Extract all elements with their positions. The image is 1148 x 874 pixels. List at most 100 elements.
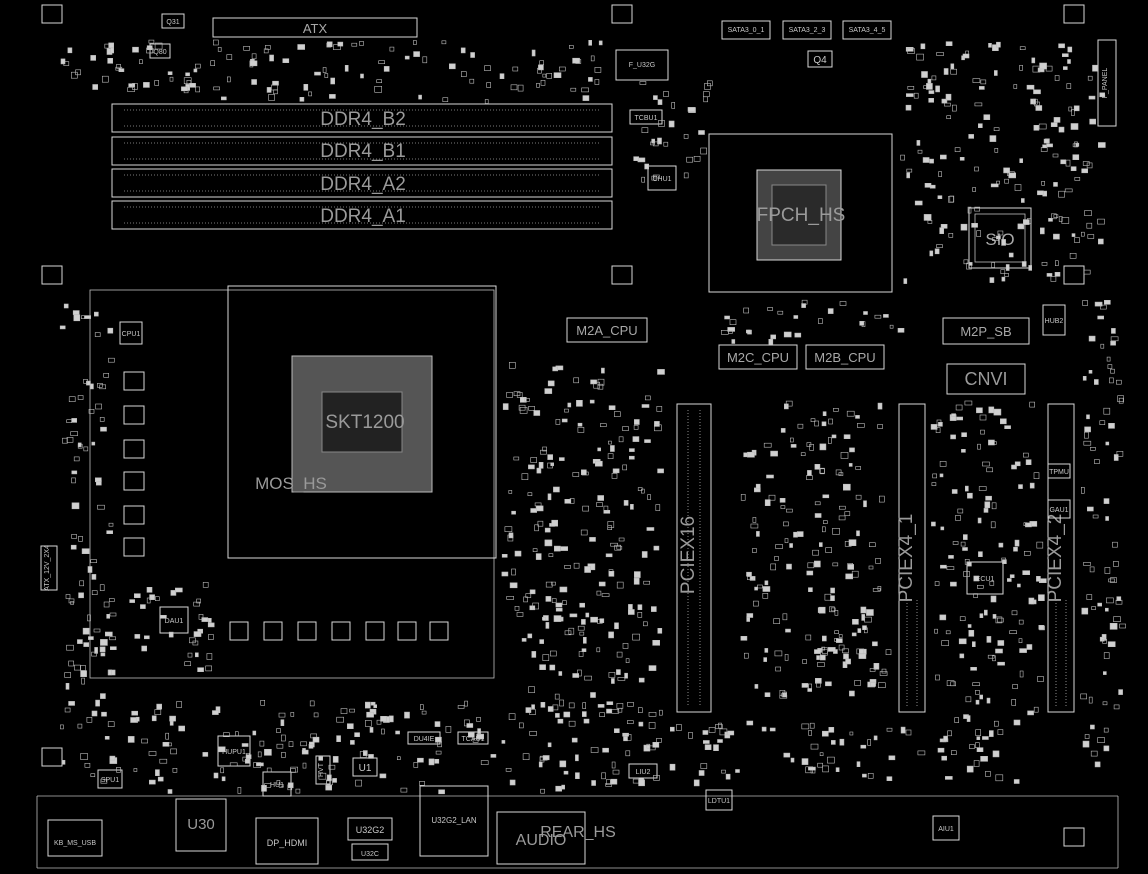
smd-pad <box>428 758 435 766</box>
smd-pad <box>650 606 657 612</box>
smd-pad <box>229 762 238 767</box>
smd-pad <box>812 549 819 556</box>
smd-pad <box>959 653 965 659</box>
hvt-label: HVT <box>318 762 325 777</box>
smd-pad <box>752 517 757 523</box>
smd-pad <box>477 728 481 734</box>
smd-pad <box>366 711 374 718</box>
smd-pad <box>625 658 630 664</box>
smd-pad <box>221 96 227 101</box>
smd-pad <box>1048 218 1053 222</box>
smd-pad <box>878 495 885 503</box>
smd-pad <box>944 102 951 107</box>
smd-pad <box>926 83 933 90</box>
smd-pad <box>641 404 650 408</box>
smd-pad <box>939 614 947 621</box>
atx-label: ATX <box>303 21 328 36</box>
smd-pad <box>552 704 559 711</box>
m2b-cpu-slot: M2B_CPU <box>805 344 885 370</box>
smd-pad <box>95 477 102 483</box>
smd-pad <box>81 315 85 320</box>
smd-pad <box>814 463 821 470</box>
smd-pad <box>597 704 605 708</box>
smd-pad <box>669 726 675 732</box>
smd-pad <box>872 641 878 647</box>
smd-pad <box>476 717 481 722</box>
smd-pad <box>108 669 112 676</box>
smd-pad <box>77 395 84 400</box>
smd-pad <box>913 92 919 99</box>
hub2-label: HUB2 <box>1045 318 1064 325</box>
smd-pad <box>87 566 93 573</box>
smd-pad <box>220 767 224 774</box>
smd-pad <box>849 731 854 736</box>
smd-pad <box>975 729 982 736</box>
smd-pad <box>561 418 568 423</box>
smd-pad <box>310 733 318 739</box>
smd-pad <box>499 73 505 79</box>
smd-pad <box>1019 158 1024 163</box>
smd-pad <box>727 327 736 332</box>
smd-pad <box>490 754 497 758</box>
smd-pad <box>512 66 519 72</box>
board-outline <box>36 795 1119 869</box>
smd-pad <box>251 79 257 85</box>
smd-pad <box>1088 95 1096 100</box>
smd-pad <box>642 621 648 627</box>
smd-pad <box>599 712 605 718</box>
smd-pad <box>819 467 825 474</box>
ddr4-slot-a1: DDR4_A1 <box>111 200 613 230</box>
smd-pad <box>1063 66 1068 70</box>
smd-pad <box>654 421 660 427</box>
smd-pad <box>74 664 81 671</box>
smd-pad <box>840 452 849 459</box>
smd-pad <box>100 652 106 657</box>
smd-pad <box>508 532 514 539</box>
smd-pad <box>938 421 943 427</box>
smd-pad <box>729 319 737 326</box>
ldtu1-label: LDTU1 <box>708 798 730 805</box>
smd-pad <box>564 498 572 504</box>
smd-pad <box>608 405 616 411</box>
smd-pad <box>626 720 634 724</box>
smd-pad <box>854 680 861 686</box>
smd-pad <box>438 789 445 795</box>
smd-pad <box>518 404 526 411</box>
smd-pad <box>935 674 940 681</box>
smd-pad <box>1052 153 1059 158</box>
smd-pad <box>650 141 655 146</box>
smd-pad <box>208 634 214 640</box>
smd-pad <box>110 646 117 651</box>
smd-pad <box>993 720 999 727</box>
smd-pad <box>542 446 547 452</box>
smd-pad <box>154 80 159 86</box>
smd-pad <box>170 590 177 596</box>
smd-pad <box>540 449 547 455</box>
smd-pad <box>992 750 1000 758</box>
smd-pad <box>1116 379 1122 385</box>
smd-pad <box>834 630 839 635</box>
smd-pad <box>980 755 988 762</box>
smd-pad <box>613 728 620 734</box>
smd-pad <box>983 508 989 513</box>
smd-pad <box>903 278 908 284</box>
smd-pad <box>413 762 419 768</box>
smd-pad <box>71 477 76 484</box>
smd-pad <box>706 80 713 87</box>
smd-pad <box>954 147 961 152</box>
smd-pad <box>717 739 723 743</box>
smd-pad <box>141 645 147 652</box>
smd-pad <box>801 303 806 308</box>
smd-pad <box>756 531 760 537</box>
smd-pad <box>349 708 355 713</box>
smd-pad <box>986 697 991 704</box>
smd-pad <box>202 752 209 757</box>
smd-pad <box>169 715 176 722</box>
smd-pad <box>559 699 564 707</box>
smd-pad <box>581 648 587 653</box>
smd-pad <box>116 64 121 69</box>
smd-pad <box>817 762 824 768</box>
smd-pad <box>889 324 894 329</box>
smd-pad <box>290 712 295 717</box>
audio-connector: AUDIO <box>496 811 586 865</box>
